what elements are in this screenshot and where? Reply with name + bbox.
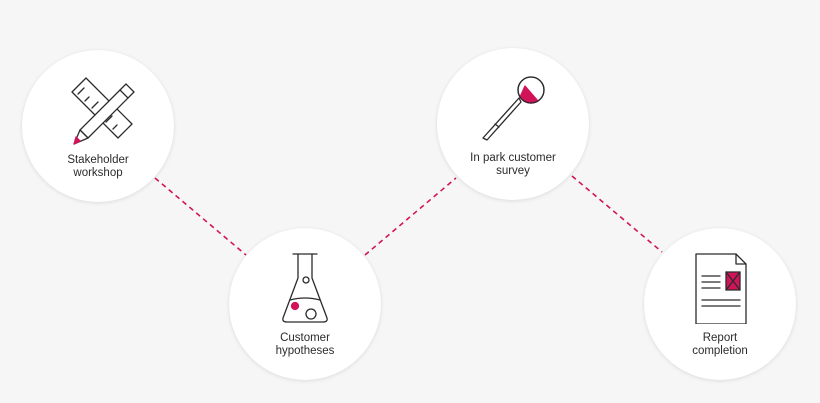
document-icon: [680, 244, 760, 324]
step-label: Stakeholder workshop: [67, 154, 129, 179]
step-customer-hypotheses: Customer hypotheses: [229, 228, 381, 380]
connector-1-2: [154, 177, 247, 256]
connector-2-3: [364, 177, 457, 256]
connector-3-4: [571, 175, 663, 253]
flask-icon: [265, 244, 345, 324]
pencil-ruler-icon: [58, 66, 138, 146]
step-label: Customer hypotheses: [275, 332, 335, 357]
step-label: Report completion: [692, 332, 748, 357]
step-in-park-customer-survey: In park customer survey: [437, 48, 589, 200]
step-report-completion: Report completion: [644, 228, 796, 380]
step-stakeholder-workshop: Stakeholder workshop: [22, 50, 174, 202]
step-label: In park customer survey: [470, 152, 556, 177]
microphone-icon: [473, 64, 553, 144]
